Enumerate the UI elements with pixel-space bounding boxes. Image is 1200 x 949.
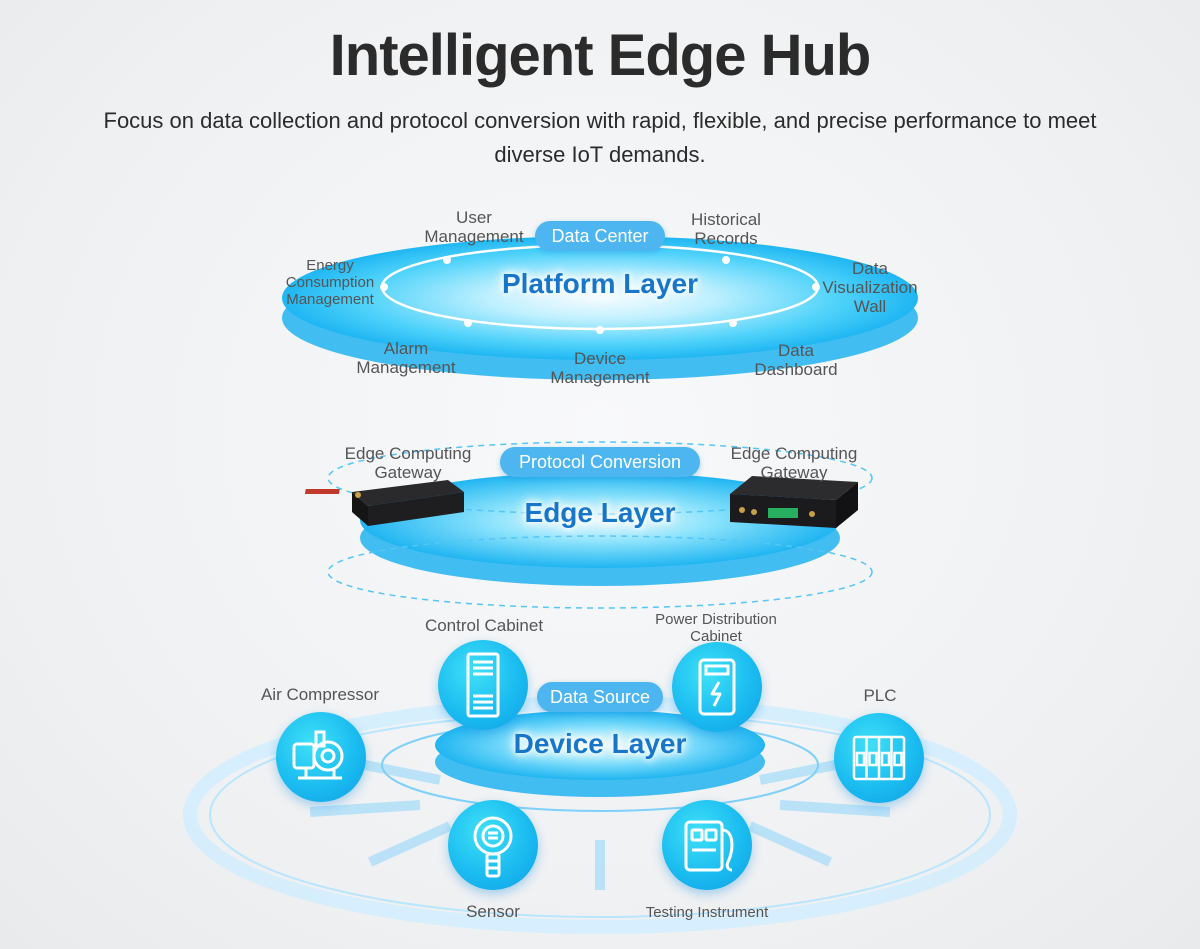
label-alarm-management: Alarm Management	[356, 339, 456, 377]
platform-disc	[282, 236, 918, 380]
label-gateway-left: Edge Computing Gateway	[344, 444, 472, 482]
label-gateway-right: Edge Computing Gateway	[730, 444, 858, 482]
air-compressor-icon	[276, 712, 366, 802]
device-layer-title: Device Layer	[513, 728, 687, 759]
label-data-visualization-wall: Data Visualization Wall	[822, 259, 918, 316]
label-testing-instrument: Testing Instrument	[645, 904, 769, 921]
label-data-dashboard: Data Dashboard	[754, 341, 838, 379]
label-energy-consumption: Energy Consumption Management	[285, 257, 375, 308]
label-sensor: Sensor	[466, 902, 520, 921]
platform-layer-title: Platform Layer	[501, 268, 699, 299]
page-subtitle: Focus on data collection and protocol co…	[103, 108, 1097, 167]
label-device-management: Device Management	[550, 349, 650, 387]
beam-lower	[581, 590, 619, 690]
label-control-cabinet: Control Cabinet	[424, 616, 544, 635]
control-cabinet-icon	[438, 640, 528, 730]
power-cabinet-icon	[672, 642, 762, 732]
sensor-icon	[448, 800, 538, 890]
protocol-conversion-tag: Protocol Conversion	[500, 447, 700, 477]
data-source-tag: Data Source	[537, 682, 663, 712]
gateway-right-device	[730, 476, 858, 528]
label-power-distribution-cabinet: Power Distribution Cabinet	[655, 611, 777, 645]
plc-icon	[834, 713, 924, 803]
label-air-compressor: Air Compressor	[260, 685, 380, 704]
beam-upper	[579, 370, 617, 455]
data-center-tag: Data Center	[535, 221, 665, 251]
label-plc: PLC	[863, 686, 897, 705]
gateway-left-device	[304, 480, 464, 526]
label-historical-records: Historical Records	[691, 210, 761, 248]
edge-layer-title: Edge Layer	[524, 497, 676, 528]
label-user-management: User Management	[424, 208, 524, 246]
page-title: Intelligent Edge Hub	[329, 23, 872, 88]
edge-disc	[327, 441, 873, 609]
testing-instrument-icon	[662, 800, 752, 890]
